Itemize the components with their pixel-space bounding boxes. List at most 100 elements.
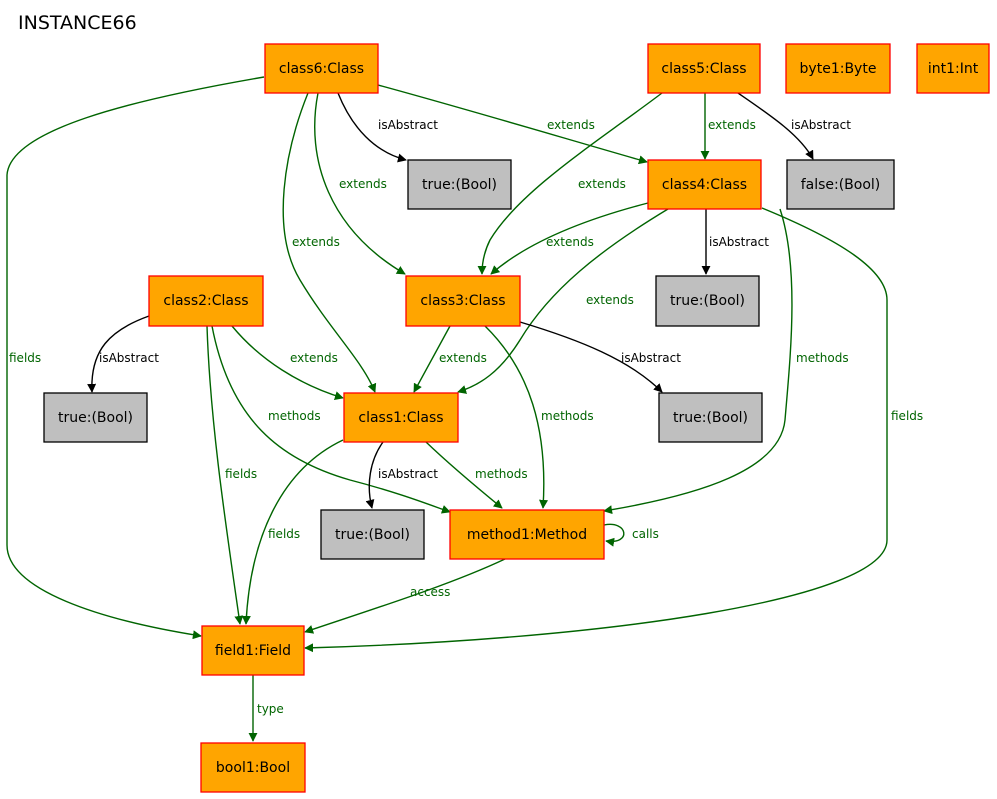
node-bool1[interactable]: bool1:Bool bbox=[200, 742, 306, 793]
edge-line bbox=[6, 76, 265, 640]
edge-label: access bbox=[410, 585, 450, 599]
edge-line bbox=[377, 84, 648, 165]
edge-label: isAbstract bbox=[791, 118, 851, 132]
node-label: class6:Class bbox=[279, 61, 364, 77]
edge-label: calls bbox=[632, 527, 659, 541]
node-label: class4:Class bbox=[662, 177, 747, 193]
node-label: class2:Class bbox=[163, 293, 248, 309]
edge-class4-isabstract: isAbstract bbox=[701, 209, 769, 275]
edge-line bbox=[241, 439, 344, 625]
node-box bbox=[43, 392, 148, 443]
edge-class3-extends-class1: extends bbox=[413, 325, 487, 393]
edge-line bbox=[206, 325, 244, 625]
edge-class2-isabstract: isAbstract bbox=[87, 315, 159, 393]
edge-label: type bbox=[257, 702, 284, 716]
edge-line bbox=[477, 92, 663, 275]
edge-line bbox=[603, 523, 625, 547]
node-label: false:(Bool) bbox=[801, 177, 881, 193]
edge-line bbox=[425, 441, 503, 509]
node-field1[interactable]: field1:Field bbox=[201, 625, 305, 676]
edge-line bbox=[737, 92, 814, 160]
node-box bbox=[343, 392, 459, 443]
edge-class5-extends-class4: extends bbox=[700, 93, 756, 160]
edge-class3-isabstract: isAbstract bbox=[519, 321, 681, 393]
edge-label: isAbstract bbox=[378, 118, 438, 132]
edge-label: fields bbox=[268, 527, 300, 541]
node-label: class1:Class bbox=[358, 410, 443, 426]
node-box bbox=[405, 275, 521, 327]
edge-label: extends bbox=[708, 118, 756, 132]
node-class3[interactable]: class3:Class bbox=[405, 275, 521, 327]
node-label: field1:Field bbox=[215, 643, 291, 659]
edge-label: isAbstract bbox=[378, 467, 438, 481]
node-label: byte1:Byte bbox=[800, 61, 877, 77]
node-label: method1:Method bbox=[467, 527, 587, 543]
node-class1[interactable]: class1:Class bbox=[343, 392, 459, 443]
node-box bbox=[786, 159, 895, 210]
node-class4[interactable]: class4:Class bbox=[647, 159, 762, 210]
node-box bbox=[148, 275, 264, 327]
node-class5[interactable]: class5:Class bbox=[647, 43, 761, 94]
node-label: true:(Bool) bbox=[58, 410, 133, 426]
edge-class6-fields: fields bbox=[6, 76, 265, 640]
node-class2[interactable]: class2:Class bbox=[148, 275, 264, 327]
edge-class5-extends-class3: extends bbox=[477, 92, 663, 275]
node-box bbox=[658, 392, 763, 443]
node-label: bool1:Bool bbox=[216, 760, 290, 776]
node-label: true:(Bool) bbox=[670, 293, 745, 309]
node-class6[interactable]: class6:Class bbox=[264, 43, 379, 94]
edge-label: isAbstract bbox=[709, 235, 769, 249]
node-box bbox=[449, 509, 605, 560]
edge-method1-access: access bbox=[304, 558, 506, 634]
node-bool-true-class2[interactable]: true:(Bool) bbox=[43, 392, 148, 443]
edge-class4-methods: methods bbox=[603, 208, 849, 515]
node-box bbox=[655, 275, 760, 327]
node-box bbox=[647, 43, 761, 94]
node-bool-true-class1[interactable]: true:(Bool) bbox=[320, 509, 425, 560]
edge-line bbox=[365, 441, 384, 509]
node-method1[interactable]: method1:Method bbox=[449, 509, 605, 560]
edge-label: fields bbox=[9, 351, 41, 365]
edge-label: isAbstract bbox=[99, 351, 159, 365]
edge-label: extends bbox=[339, 177, 387, 191]
edge-line bbox=[413, 325, 451, 393]
diagram-title: INSTANCE66 bbox=[18, 12, 137, 34]
node-label: true:(Bool) bbox=[335, 527, 410, 543]
edge-label: methods bbox=[475, 467, 528, 481]
node-label: int1:Int bbox=[928, 61, 979, 77]
edge-line bbox=[282, 92, 377, 393]
node-label: true:(Bool) bbox=[422, 177, 497, 193]
edge-label: extends bbox=[547, 118, 595, 132]
node-int1[interactable]: int1:Int bbox=[916, 43, 990, 94]
edge-class6-isabstract: isAbstract bbox=[337, 92, 438, 163]
edge-line bbox=[484, 325, 549, 509]
node-box bbox=[916, 43, 990, 94]
node-bool-false-class5[interactable]: false:(Bool) bbox=[786, 159, 895, 210]
node-byte1[interactable]: byte1:Byte bbox=[785, 43, 891, 94]
edge-line bbox=[490, 202, 649, 275]
edge-label: fields bbox=[225, 467, 257, 481]
edge-class1-methods: methods bbox=[425, 441, 528, 509]
node-bool-true-class4[interactable]: true:(Bool) bbox=[655, 275, 760, 327]
edge-method1-calls: calls bbox=[603, 523, 659, 547]
edge-line bbox=[603, 208, 793, 515]
edge-class1-fields: fields bbox=[241, 439, 344, 625]
edge-label: methods bbox=[796, 351, 849, 365]
node-bool-true-class6[interactable]: true:(Bool) bbox=[407, 159, 512, 210]
edge-class3-methods: methods bbox=[484, 325, 594, 509]
node-label: true:(Bool) bbox=[673, 410, 748, 426]
edge-line bbox=[87, 315, 150, 393]
node-box bbox=[647, 159, 762, 210]
node-bool-true-class3[interactable]: true:(Bool) bbox=[658, 392, 763, 443]
edge-class6-extends-class3: extends bbox=[314, 92, 406, 275]
edge-class4-fields: fields bbox=[304, 207, 923, 653]
edge-label: extends bbox=[578, 177, 626, 191]
edge-class1-isabstract: isAbstract bbox=[365, 441, 438, 509]
edge-line bbox=[304, 207, 888, 653]
edge-class2-methods: methods bbox=[211, 325, 451, 514]
edge-label: methods bbox=[268, 409, 321, 423]
edge-line bbox=[211, 325, 451, 514]
edge-label: extends bbox=[546, 235, 594, 249]
